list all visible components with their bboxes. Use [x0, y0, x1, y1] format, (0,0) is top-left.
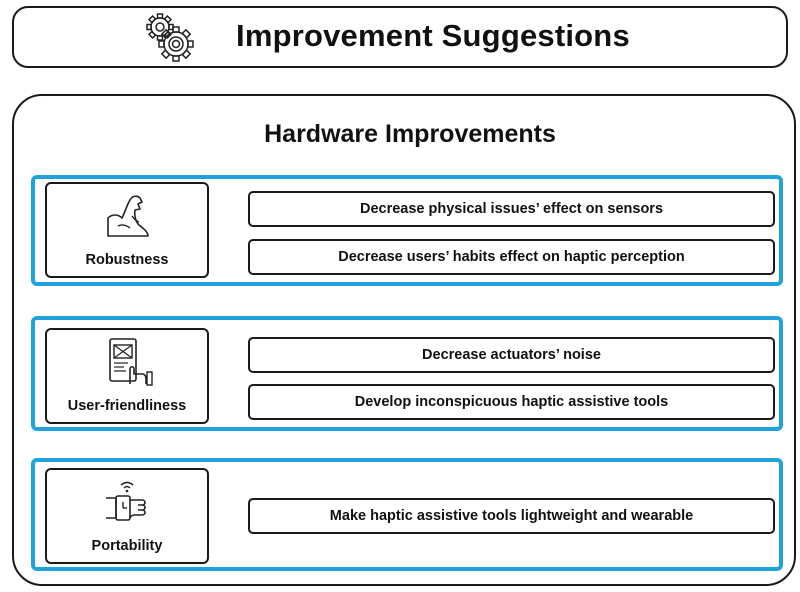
smartwatch-icon [106, 481, 146, 521]
header-box [12, 6, 788, 68]
category-label: Portability [91, 538, 163, 554]
gears-icon [146, 13, 194, 62]
category-label: User-friendliness [67, 398, 187, 414]
group-portability: Portability Make haptic assistive tools … [31, 458, 783, 571]
group-robustness: Robustness Decrease physical issues’ eff… [31, 175, 783, 286]
suggestion-item: Develop inconspicuous haptic assistive t… [248, 384, 775, 420]
suggestion-item: Decrease actuators’ noise [248, 337, 775, 373]
main-panel [12, 94, 796, 586]
section-title: Hardware Improvements [264, 120, 556, 148]
page-title: Improvement Suggestions [236, 18, 630, 53]
category-box-portability: Portability [45, 468, 209, 564]
phone-touch-icon [109, 338, 153, 386]
category-label: Robustness [85, 252, 169, 268]
flexed-arm-icon [107, 195, 149, 237]
category-box-user-friendliness: User-friendliness [45, 328, 209, 424]
suggestion-item: Make haptic assistive tools lightweight … [248, 498, 775, 534]
suggestion-item: Decrease users’ habits effect on haptic … [248, 239, 775, 275]
category-box-robustness: Robustness [45, 182, 209, 278]
suggestion-item: Decrease physical issues’ effect on sens… [248, 191, 775, 227]
group-user-friendliness: User-friendliness Decrease actuators’ no… [31, 316, 783, 431]
